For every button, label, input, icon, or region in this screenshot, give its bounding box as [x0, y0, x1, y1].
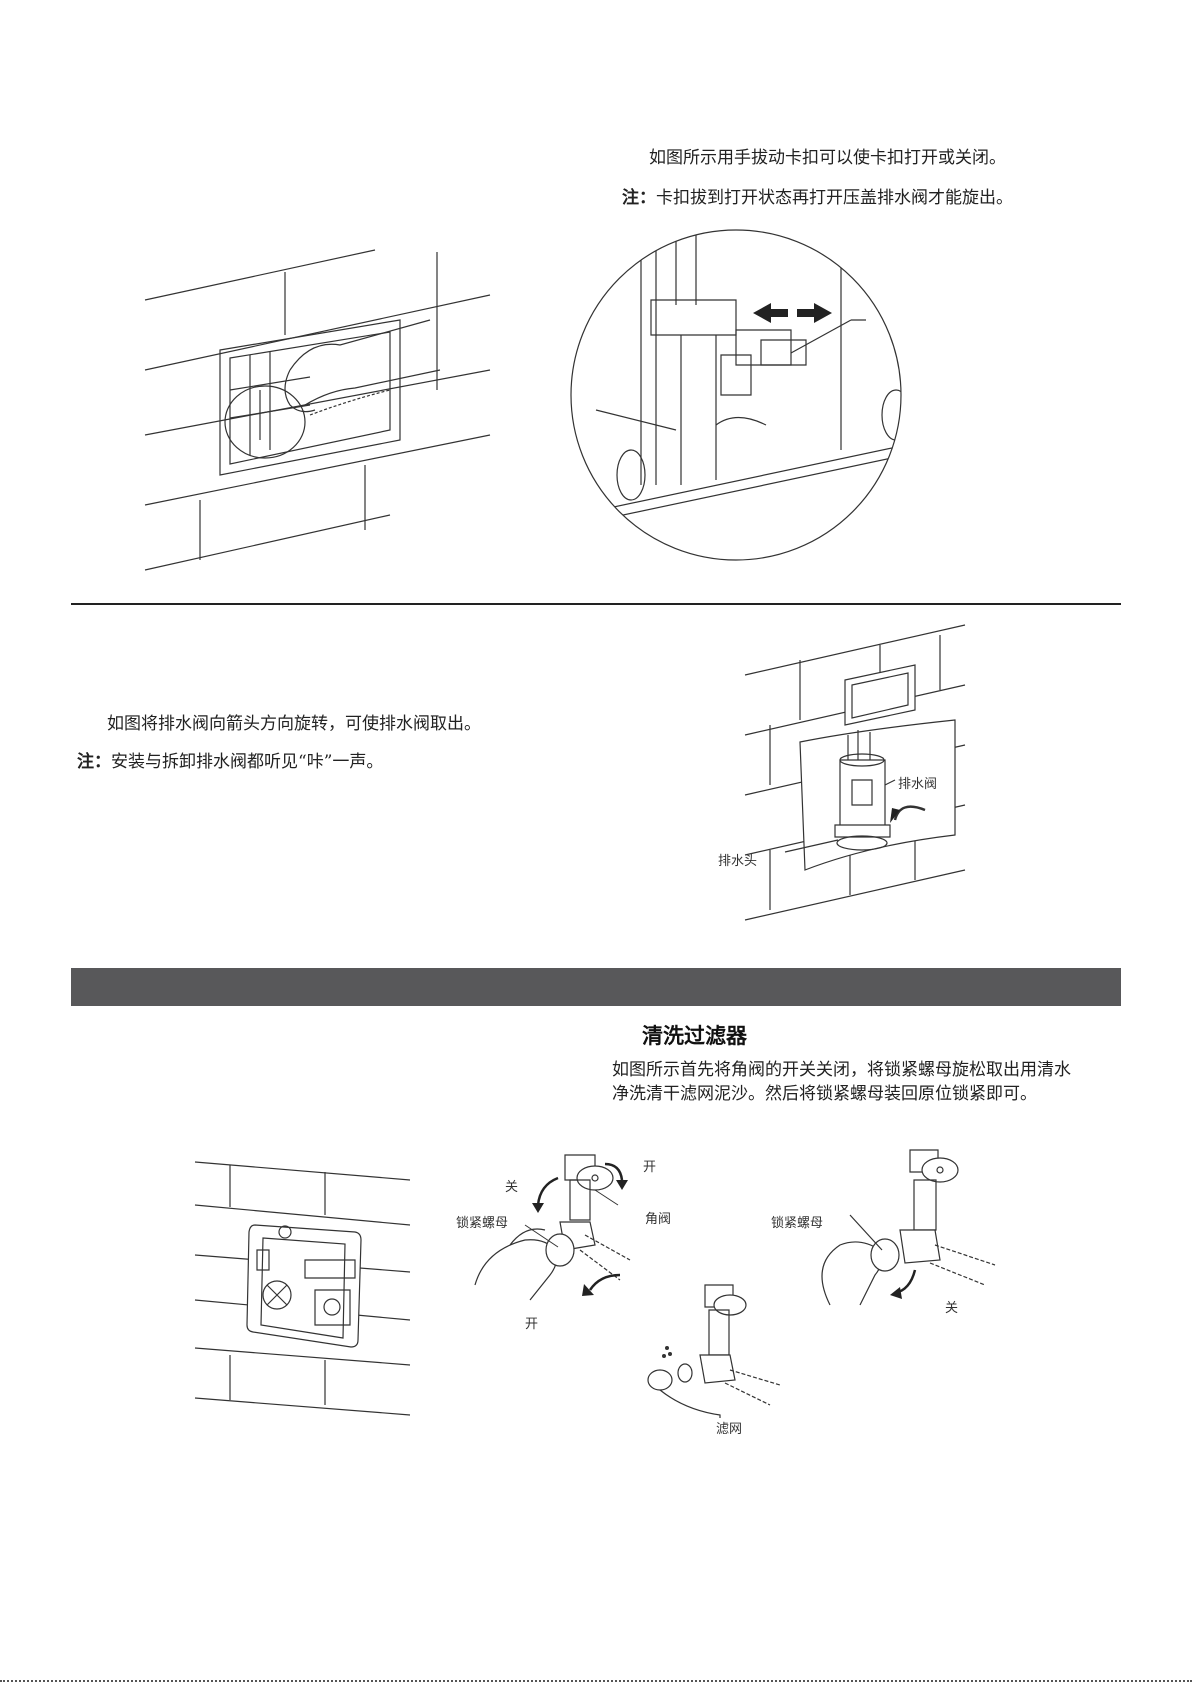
page-bottom-edge — [0, 1680, 1192, 1682]
section3-instruction-line2: 净洗清干滤网泥沙。然后将锁紧螺母装回原位锁紧即可。 — [612, 1082, 1037, 1106]
close-label-right: 关 — [945, 1297, 958, 1316]
section-banner — [71, 968, 1121, 1006]
wall-panel-illustration — [140, 240, 500, 585]
close-label-left: 关 — [505, 1176, 518, 1195]
filter-cleaning-title: 清洗过滤器 — [642, 1020, 747, 1050]
section1-note: 注：卡扣拔到打开状态再打开压盖排水阀才能旋出。 — [622, 186, 1013, 210]
note-text: 卡扣拔到打开状态再打开压盖排水阀才能旋出。 — [656, 188, 1013, 208]
open-label-top: 开 — [643, 1156, 656, 1175]
note-label: 注： — [622, 188, 656, 208]
lock-nut-label-left: 锁紧螺母 — [456, 1212, 508, 1231]
filter-screen-label: 滤网 — [716, 1418, 742, 1437]
section2-instruction: 如图将排水阀向箭头方向旋转，可使排水阀取出。 — [107, 712, 481, 736]
filter-screen-illustration — [645, 1280, 785, 1420]
clip-detail-illustration — [556, 225, 916, 580]
drain-valve-illustration — [740, 620, 975, 940]
drain-head-label: 排水头 — [718, 850, 757, 869]
angle-valve-label: 角阀 — [645, 1208, 671, 1227]
section3-instruction-line1: 如图所示首先将角阀的开关关闭，将锁紧螺母旋松取出用清水 — [612, 1058, 1071, 1082]
lock-nut-label-right: 锁紧螺母 — [771, 1212, 823, 1231]
note-label: 注： — [77, 752, 111, 772]
note-text: 安装与拆卸排水阀都听见“咔”一声。 — [111, 752, 383, 772]
section1-instruction: 如图所示用手拔动卡扣可以使卡扣打开或关闭。 — [649, 146, 1006, 170]
wall-cover-illustration — [195, 1160, 415, 1420]
open-label-bottom: 开 — [525, 1313, 538, 1332]
section-divider — [71, 603, 1121, 605]
drain-valve-label: 排水阀 — [898, 773, 937, 792]
section2-note: 注：安装与拆卸排水阀都听见“咔”一声。 — [77, 750, 383, 774]
